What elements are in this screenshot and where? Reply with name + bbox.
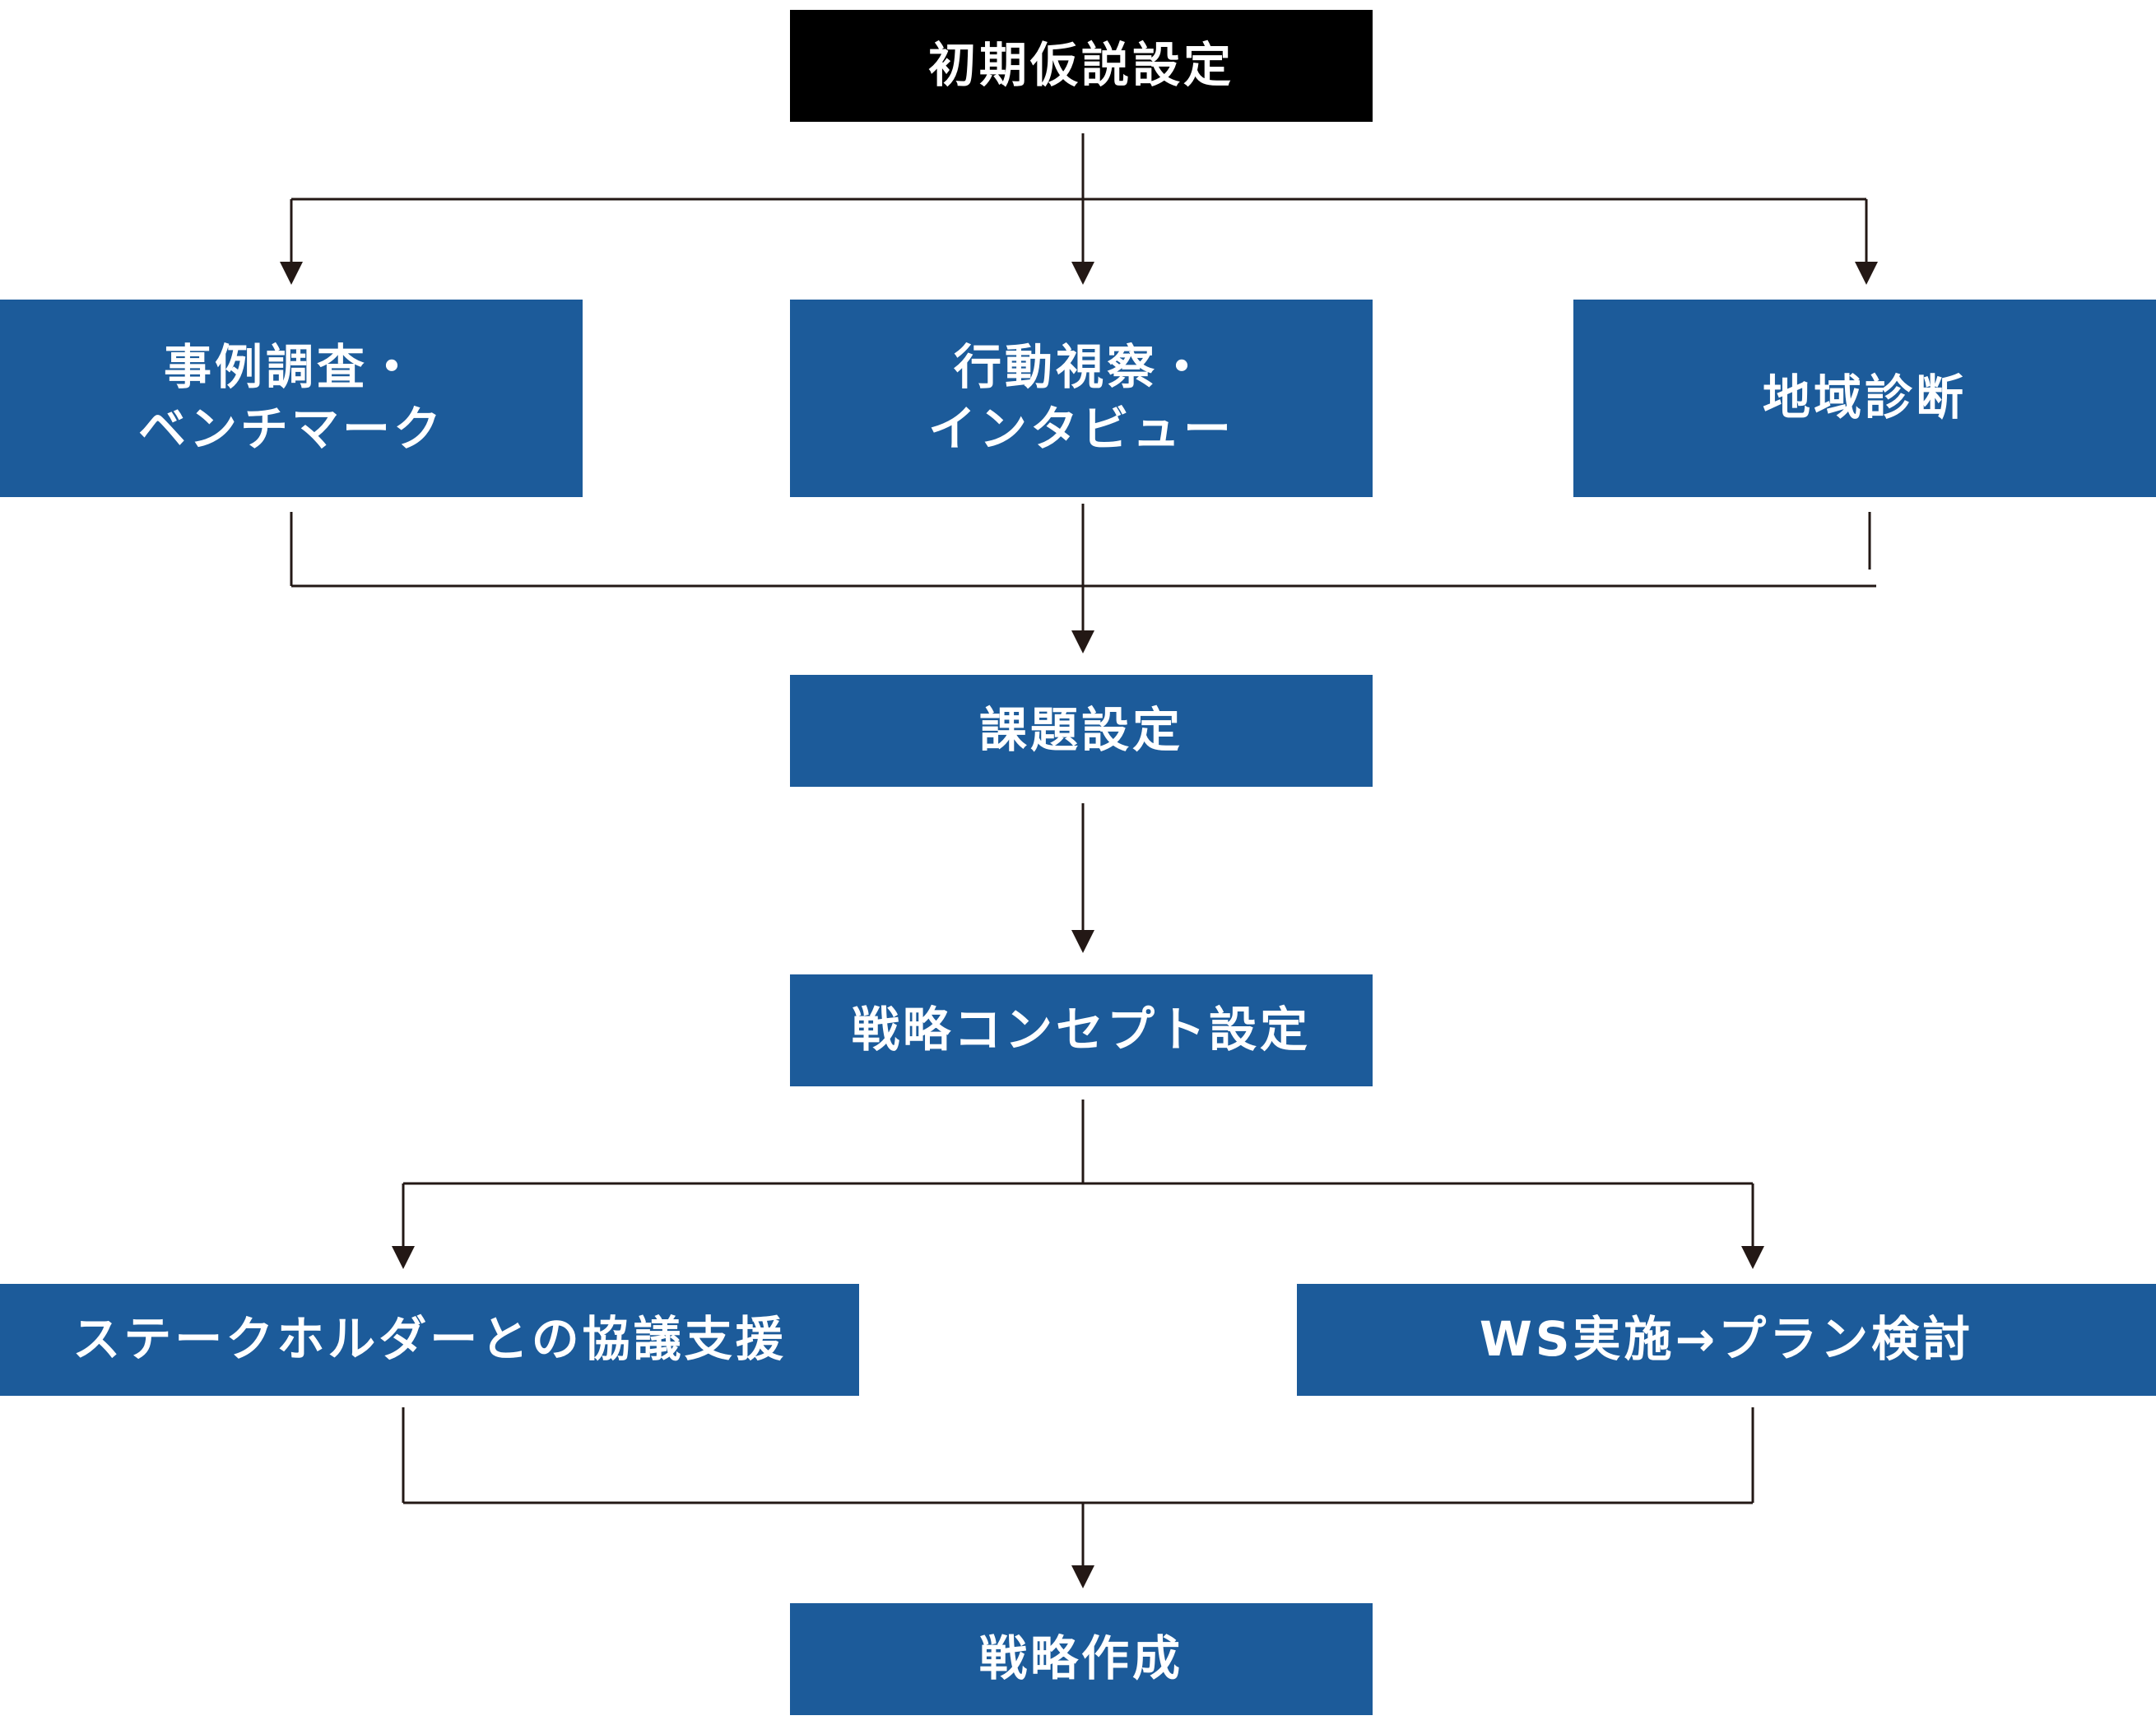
node-initial-hypothesis: 初期仮説設定 bbox=[790, 10, 1373, 122]
arrowhead-to-strategy-creation bbox=[1071, 1565, 1094, 1588]
node-strategy-concept-label: 戦略コンセプト設定 bbox=[851, 1002, 1311, 1058]
arrowhead-to-regional-diagnosis bbox=[1855, 262, 1878, 285]
arrowhead-to-ws-plan bbox=[1741, 1246, 1764, 1269]
arrowhead-to-case-study bbox=[280, 262, 303, 285]
node-regional-diagnosis-label: 地域診断 bbox=[1762, 370, 1967, 426]
node-observation-label-line2: インタビュー bbox=[927, 401, 1234, 457]
node-ws-plan-label: WS実施→プラン検討 bbox=[1479, 1311, 1974, 1368]
arrowhead-to-stakeholder-support bbox=[392, 1246, 415, 1269]
node-case-study: 事例調査・ ベンチマーク bbox=[0, 300, 583, 497]
node-case-study-label-line1: 事例調査・ bbox=[163, 338, 419, 395]
node-ws-plan: WS実施→プラン検討 bbox=[1297, 1284, 2156, 1396]
node-observation: 行動視察・ インタビュー bbox=[790, 300, 1373, 497]
node-observation-label-line1: 行動視察・ bbox=[953, 338, 1209, 395]
node-regional-diagnosis: 地域診断 bbox=[1573, 300, 2156, 497]
node-stakeholder-support-label: ステークホルダーとの協議支援 bbox=[72, 1311, 787, 1368]
node-strategy-creation: 戦略作成 bbox=[790, 1603, 1373, 1715]
node-stakeholder-support: ステークホルダーとの協議支援 bbox=[0, 1284, 859, 1396]
arrowhead-to-observation bbox=[1071, 262, 1094, 285]
node-strategy-concept: 戦略コンセプト設定 bbox=[790, 974, 1373, 1086]
node-strategy-creation-label: 戦略作成 bbox=[978, 1630, 1183, 1687]
node-issue-setting-label: 課題設定 bbox=[978, 702, 1183, 759]
arrowhead-to-issue-setting bbox=[1071, 630, 1094, 653]
node-initial-hypothesis-label: 初期仮説設定 bbox=[927, 37, 1234, 94]
node-case-study-label-line2: ベンチマーク bbox=[137, 401, 444, 457]
node-issue-setting: 課題設定 bbox=[790, 675, 1373, 787]
arrowhead-to-strategy-concept bbox=[1071, 930, 1094, 953]
